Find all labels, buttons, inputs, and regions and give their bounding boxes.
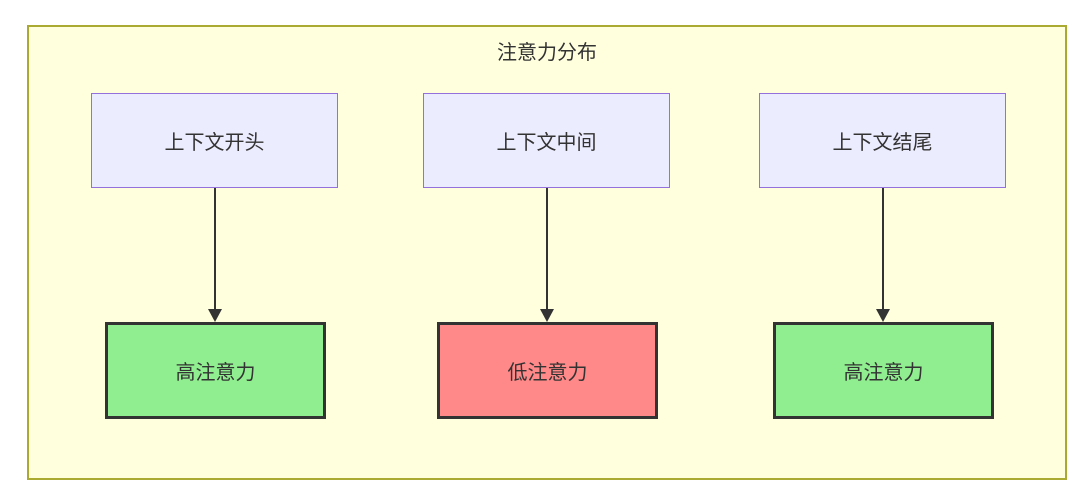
arrow-head-icon (208, 309, 222, 322)
arrow-head-icon (876, 309, 890, 322)
arrow-line (214, 188, 216, 310)
node-context-middle: 上下文中间 (423, 93, 670, 188)
arrow-line (546, 188, 548, 310)
arrow-line (882, 188, 884, 310)
arrow-head-icon (540, 309, 554, 322)
attention-distribution-cluster: 注意力分布 上下文开头 上下文中间 上下文结尾 高注意力 低注意力 高注意力 (27, 25, 1067, 480)
node-high-attention-end: 高注意力 (773, 322, 994, 419)
node-context-start: 上下文开头 (91, 93, 338, 188)
node-context-end: 上下文结尾 (759, 93, 1006, 188)
node-low-attention-middle: 低注意力 (437, 322, 658, 419)
cluster-title: 注意力分布 (497, 42, 597, 64)
node-high-attention-start: 高注意力 (105, 322, 326, 419)
